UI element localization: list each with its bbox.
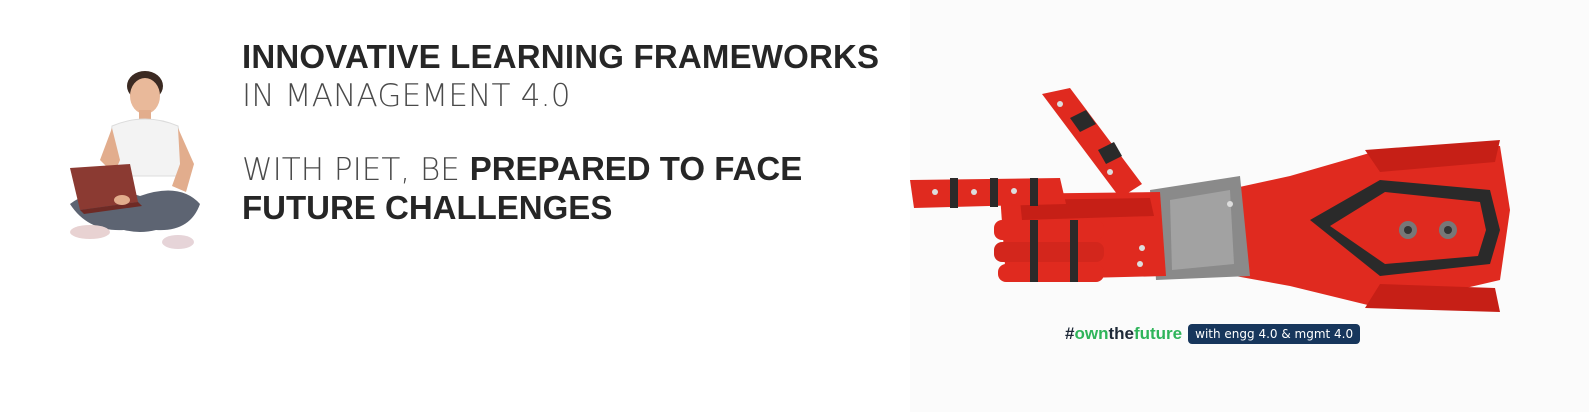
- tagline-emphasis-2: FUTURE CHALLENGES: [242, 189, 613, 226]
- tagline-prefix: WITH PIET, BE: [242, 152, 470, 188]
- tagline-emphasis-1: PREPARED TO FACE: [469, 150, 803, 187]
- headline-line-2: IN MANAGEMENT 4.0: [242, 78, 571, 114]
- headline-line-1: INNOVATIVE LEARNING FRAMEWORKS: [242, 38, 880, 75]
- student-with-laptop-image: [70, 71, 200, 249]
- own-the-future-brand: #ownthefuture with engg 4.0 & mgmt 4.0: [1065, 323, 1361, 345]
- headline: INNOVATIVE LEARNING FRAMEWORKS IN MANAGE…: [242, 38, 882, 116]
- robotic-hand-image: [910, 88, 1510, 312]
- brand-pill: with engg 4.0 & mgmt 4.0: [1188, 324, 1361, 344]
- brand-hashtag: #ownthefuture: [1065, 324, 1183, 343]
- robotic-hand-panel: #ownthefuture with engg 4.0 & mgmt 4.0: [910, 0, 1589, 412]
- tagline: WITH PIET, BE PREPARED TO FACE FUTURE CH…: [242, 150, 882, 227]
